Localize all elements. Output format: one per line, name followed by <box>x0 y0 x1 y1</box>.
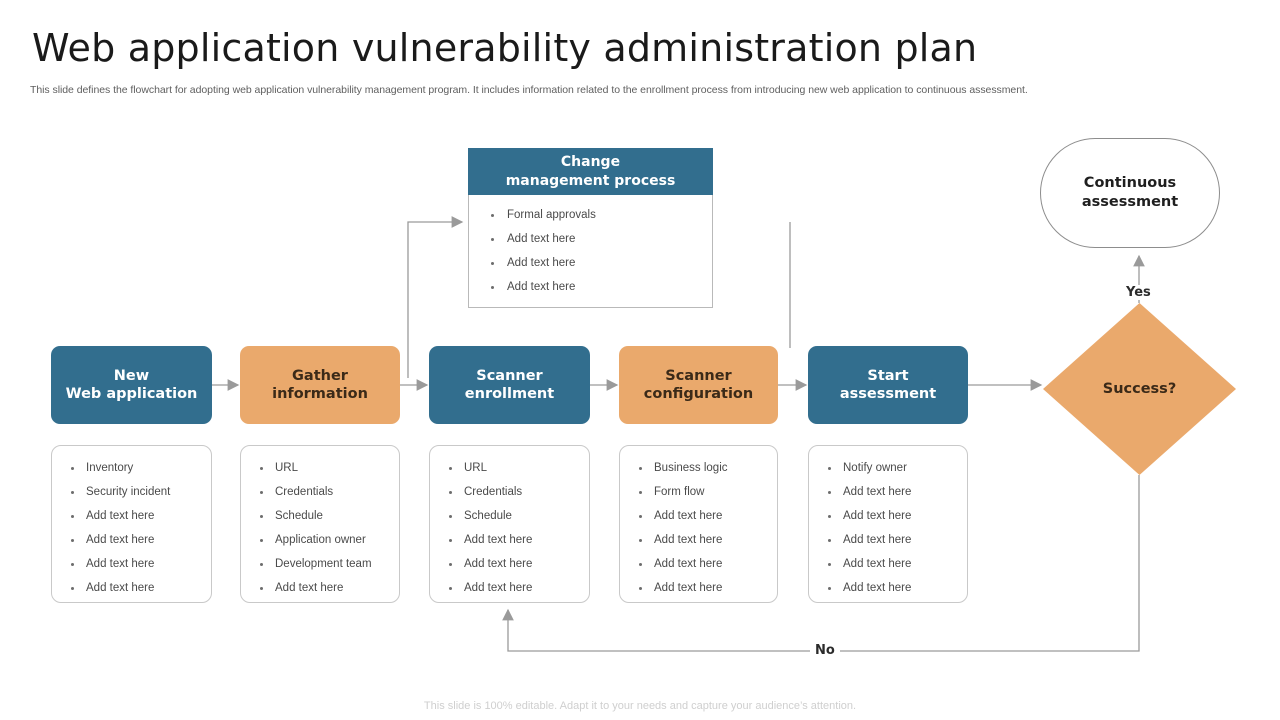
list-item: Development team <box>253 552 393 576</box>
list-item: URL <box>253 456 393 480</box>
change-management-title-line2: management process <box>505 172 676 189</box>
list-item: Add text here <box>821 480 961 504</box>
list-item: Add text here <box>479 227 706 251</box>
list-item: Security incident <box>64 480 205 504</box>
list-item: Add text here <box>479 251 706 275</box>
step-label-line1: Gather <box>292 367 348 384</box>
list-item: Add text here <box>64 552 205 576</box>
step-scanner-enrollment[interactable]: Scanner enrollment <box>429 346 590 424</box>
list-item: Add text here <box>442 552 583 576</box>
details-scanner-configuration: Business logic Form flow Add text here A… <box>619 445 778 603</box>
list-item: Add text here <box>821 504 961 528</box>
list-item: Notify owner <box>821 456 961 480</box>
step-gather-information[interactable]: Gather information <box>240 346 400 424</box>
terminator-label-line1: Continuous <box>1083 175 1177 192</box>
list-item: Credentials <box>253 480 393 504</box>
details-gather-information: URL Credentials Schedule Application own… <box>240 445 400 603</box>
list-item: Form flow <box>632 480 771 504</box>
bullet-list: Inventory Security incident Add text her… <box>64 456 205 600</box>
step-label-line2: configuration <box>643 386 754 402</box>
step-start-assessment[interactable]: Start assessment <box>808 346 968 424</box>
page-subtitle: This slide defines the flowchart for ado… <box>30 84 1028 96</box>
step-label-line2: information <box>272 386 368 402</box>
step-label-line2: enrollment <box>464 386 555 402</box>
edge-label-no: No <box>810 643 840 658</box>
change-management-header: Change management process <box>468 148 713 195</box>
bullet-list: URL Credentials Schedule Add text here A… <box>442 456 583 600</box>
list-item: Add text here <box>821 552 961 576</box>
list-item: Formal approvals <box>479 203 706 227</box>
list-item: Add text here <box>821 576 961 600</box>
list-item: Credentials <box>442 480 583 504</box>
list-item: Schedule <box>442 504 583 528</box>
step-label-line1: Scanner <box>476 367 543 384</box>
list-item: Add text here <box>632 552 771 576</box>
slide-footer-note: This slide is 100% editable. Adapt it to… <box>423 700 857 712</box>
bullet-list: Notify owner Add text here Add text here… <box>821 456 961 600</box>
edge-label-yes: Yes <box>1121 285 1156 300</box>
details-scanner-enrollment: URL Credentials Schedule Add text here A… <box>429 445 590 603</box>
step-label-line1: Scanner <box>665 367 732 384</box>
list-item: Add text here <box>821 528 961 552</box>
list-item: Schedule <box>253 504 393 528</box>
decision-success[interactable]: Success? <box>1043 303 1236 475</box>
step-label-line1: New <box>113 367 150 384</box>
list-item: Application owner <box>253 528 393 552</box>
list-item: Add text here <box>632 576 771 600</box>
list-item: Add text here <box>64 528 205 552</box>
decision-label: Success? <box>1102 381 1177 397</box>
bullet-list: URL Credentials Schedule Application own… <box>253 456 393 600</box>
list-item: Add text here <box>64 576 205 600</box>
list-item: Add text here <box>442 576 583 600</box>
bullet-list: Business logic Form flow Add text here A… <box>632 456 771 600</box>
change-management-panel: Change management process Formal approva… <box>468 148 713 308</box>
arrow-to-change-management <box>407 216 464 378</box>
list-item: URL <box>442 456 583 480</box>
step-label-line1: Start <box>867 367 909 384</box>
terminator-continuous-assessment[interactable]: Continuous assessment <box>1040 138 1220 248</box>
list-item: Add text here <box>632 504 771 528</box>
terminator-label-line2: assessment <box>1081 194 1179 210</box>
list-item: Add text here <box>442 528 583 552</box>
step-scanner-configuration[interactable]: Scanner configuration <box>619 346 778 424</box>
change-management-body: Formal approvals Add text here Add text … <box>468 195 713 308</box>
page-title: Web application vulnerability administra… <box>32 26 978 70</box>
change-management-list: Formal approvals Add text here Add text … <box>479 203 706 299</box>
step-new-web-application[interactable]: New Web application <box>51 346 212 424</box>
list-item: Add text here <box>479 275 706 299</box>
step-label-line2: assessment <box>839 386 937 402</box>
details-new-web-application: Inventory Security incident Add text her… <box>51 445 212 603</box>
list-item: Add text here <box>64 504 205 528</box>
list-item: Add text here <box>632 528 771 552</box>
list-item: Business logic <box>632 456 771 480</box>
change-management-title-line1: Change <box>560 154 621 171</box>
step-label-line2: Web application <box>65 386 198 402</box>
list-item: Add text here <box>253 576 393 600</box>
details-start-assessment: Notify owner Add text here Add text here… <box>808 445 968 603</box>
list-item: Inventory <box>64 456 205 480</box>
